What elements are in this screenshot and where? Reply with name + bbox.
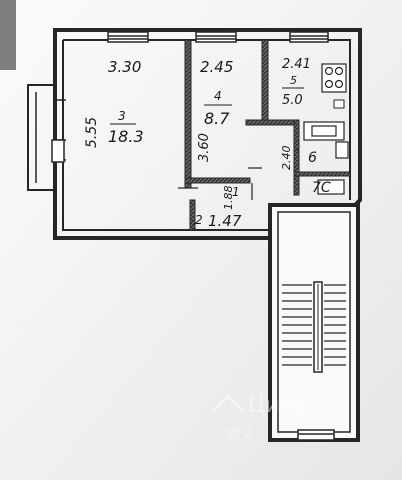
room-5-width: 2.41 [282,57,311,72]
room-3-width: 3.30 [108,58,141,76]
stairwell [268,203,360,442]
door-marks [178,149,299,200]
stair-steps [282,284,346,366]
balcony [27,84,66,191]
room-7-labels: 7C [312,180,331,196]
interior-walls [184,39,351,231]
bath-fixtures [303,121,349,195]
watermark-logo-icon [210,393,246,414]
kitchen-sink [333,99,345,109]
room-5-area: 5.0 [282,93,303,108]
room-6-labels: 6 2.40 [280,146,317,171]
watermark-id: ID 2 [226,427,252,442]
watermark: Циан ID 2 [210,393,307,442]
room-6-number: 6 [308,150,317,166]
room-3-labels: 3.30 3 18.3 5.55 [84,58,144,148]
room-4-labels: 2.45 4 8.7 3.60 [197,58,233,162]
room-1-height: 1.88 [222,186,235,211]
room-1-area: 1.47 [208,212,242,230]
room-1-number: 1 [232,185,240,199]
room-4-area: 8.7 [204,109,230,128]
top-windows [107,31,329,43]
room-2-number: 2 [195,213,203,227]
room-5-labels: 2.41 5 5.0 [282,57,311,108]
room-3-height: 5.55 [84,117,100,148]
paper-left-strip [0,0,16,70]
room-4-number: 4 [214,89,222,103]
room-4-height: 3.60 [197,133,212,162]
room-3-area: 18.3 [108,127,144,146]
room-7-number: 7C [312,180,331,196]
kitchen-stove [321,63,347,93]
room-3-number: 3 [118,109,126,123]
room-6-height: 2.40 [280,146,293,171]
room-1-labels: 1 1.88 1.47 [208,185,242,230]
room-5-number: 5 [290,74,297,87]
watermark-brand: Циан [248,393,307,418]
room-2-labels: 2 [195,213,203,227]
room-4-width: 2.45 [200,58,233,76]
stair-window [297,429,335,441]
